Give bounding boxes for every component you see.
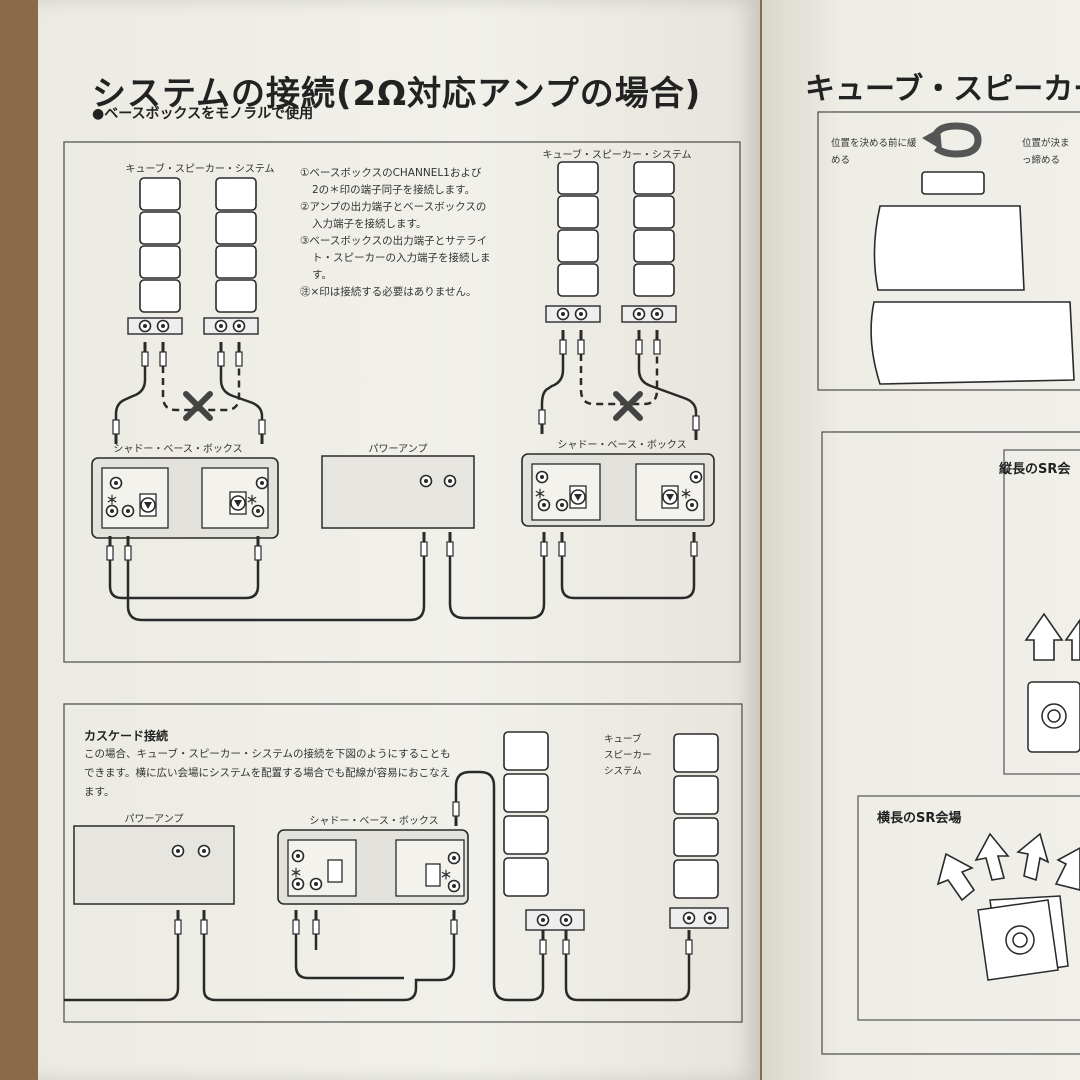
speaker-column-right-b xyxy=(621,161,677,323)
amp-label-1: パワーアンプ xyxy=(368,444,428,455)
note-line: す。 xyxy=(312,269,332,281)
speaker-column-left-a xyxy=(127,177,183,335)
bottom-cables-2 xyxy=(64,770,691,1002)
speaker-label-line: システム xyxy=(604,766,642,777)
tighten-note: 位置が決まっ締める xyxy=(1022,138,1070,166)
speaker-column-cascade-a xyxy=(503,731,585,931)
bassbox-label-cascade: シャドー・ベース・ボックス xyxy=(309,816,439,827)
note-line: ③ベースボックスの出力端子とサテライ xyxy=(300,235,488,247)
power-amp-1 xyxy=(321,455,475,529)
right-cables xyxy=(540,354,698,420)
asterisk-mark: ＊ xyxy=(106,493,119,507)
cube-top-view-horizontal xyxy=(977,895,1069,981)
speaker-column-cascade-b xyxy=(669,733,729,929)
sr-horizontal-frame xyxy=(857,795,1080,1021)
speaker-label-left: キューブ・スピーカー・システム xyxy=(125,164,275,175)
loosen-note: 位置を決める前に緩める xyxy=(831,138,917,166)
connection-notes: ①ベースボックスのCHANNEL1および 2の＊印の端子同子を接続します。 ②ア… xyxy=(300,165,515,301)
bass-box-right xyxy=(521,453,715,527)
cascade-title: カスケード接続 xyxy=(84,729,169,743)
cube-top-view-vertical xyxy=(1027,681,1080,753)
asterisk-mark: ＊ xyxy=(440,868,453,882)
note-line: ㊟×印は接続する必要はありません。 xyxy=(300,286,477,298)
power-amp-2 xyxy=(73,825,235,905)
cube-mount-illustration xyxy=(870,171,1075,385)
sr-horizontal-title: 横長のSR会場 xyxy=(877,811,962,826)
diagram1-frame xyxy=(63,141,741,663)
page-title: システムの接続(2Ω対応アンプの場合) xyxy=(92,74,702,114)
note-line: 入力端子を接続します。 xyxy=(312,218,427,230)
speaker-label-line: スピーカー xyxy=(604,750,652,761)
speaker-label-line: キューブ xyxy=(604,734,642,745)
right-figure-frame xyxy=(817,111,1080,391)
right-page-title: キューブ・スピーカー xyxy=(805,72,1080,107)
right-cables-unused xyxy=(579,354,659,406)
sr-vertical-frame xyxy=(821,431,1080,1055)
speaker-column-right-a xyxy=(545,161,601,323)
cascade-description: この場合、キューブ・スピーカー・システムの接続を下図のようにすることもできます。… xyxy=(84,748,451,798)
diagram2-frame xyxy=(63,703,743,1023)
bassbox-label-left: シャドー・ベース・ボックス xyxy=(113,444,243,455)
up-arrows-icon xyxy=(1024,612,1080,661)
speaker-label-right: キューブ・スピーカー・システム xyxy=(542,150,692,161)
bass-box-cascade xyxy=(277,829,469,905)
fan-arrows-icon xyxy=(936,832,1080,902)
bottom-cables-1 xyxy=(108,556,696,622)
note-line: ②アンプの出力端子とベースボックスの xyxy=(300,201,487,213)
asterisk-mark: ＊ xyxy=(680,487,693,501)
amp-label-2: パワーアンプ xyxy=(124,814,184,825)
sr-vertical-inner xyxy=(1003,449,1080,775)
left-cables xyxy=(114,366,264,422)
no-connect-x-right xyxy=(613,391,643,421)
note-line: 2の＊印の端子同子を接続します。 xyxy=(312,184,476,196)
rotate-arrow-icon xyxy=(922,122,982,158)
speaker-label-cascade: キューブ スピーカー システム xyxy=(604,732,652,780)
asterisk-mark: ＊ xyxy=(534,487,547,501)
asterisk-mark: ＊ xyxy=(290,866,303,880)
note-line: ①ベースボックスのCHANNEL1および xyxy=(300,167,482,179)
no-connect-x-left xyxy=(183,391,213,421)
asterisk-mark: ＊ xyxy=(246,493,259,507)
bassbox-label-right: シャドー・ベース・ボックス xyxy=(557,440,687,451)
note-line: ト・スピーカーの入力端子を接続しま xyxy=(312,252,491,264)
page-subtitle: ●ベースボックスをモノラルで使用 xyxy=(92,106,314,122)
bass-box-left xyxy=(91,457,279,539)
sr-vertical-title: 縦長のSR会 xyxy=(999,462,1071,477)
speaker-column-left-b xyxy=(203,177,259,335)
